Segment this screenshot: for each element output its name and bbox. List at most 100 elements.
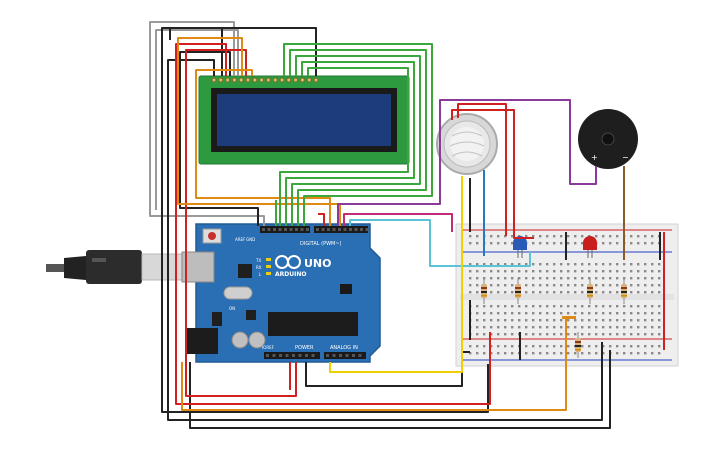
breadboard-hole [609,305,612,308]
header-pin [285,354,289,357]
breadboard-hole [504,312,507,315]
breadboard-hole [644,284,647,287]
resistor-4 [621,278,627,304]
breadboard-hole [546,312,549,315]
breadboard-hole [539,352,542,355]
breadboard-hole [644,326,647,329]
breadboard-hole [567,326,570,329]
breadboard-hole [658,291,661,294]
header-pin [279,354,282,357]
breadboard-hole [651,319,654,322]
breadboard-hole [511,277,514,280]
breadboard-hole [469,270,472,273]
breadboard-hole [588,263,591,266]
breadboard-hole [602,263,605,266]
breadboard-hole [497,277,500,280]
breadboard-hole [651,270,654,273]
breadboard-hole [560,333,563,336]
breadboard-hole [637,270,640,273]
breadboard-hole [581,312,584,315]
breadboard-hole [658,277,661,280]
lcd-pin [299,77,305,83]
breadboard-hole [630,326,633,329]
breadboard-hole [637,319,640,322]
header-pin [278,228,282,231]
header-pin [316,228,319,231]
breadboard-hole [504,270,507,273]
breadboard-hole [511,345,514,348]
breadboard-hole [637,305,640,308]
breadboard-hole [574,235,577,238]
wire-red-7 [318,213,325,226]
breadboard-hole [511,352,514,355]
breadboard-hole [511,291,514,294]
breadboard-hole [644,242,647,245]
breadboard-hole [546,333,549,336]
resistor-5 [575,332,581,358]
breadboard-hole [553,333,556,336]
breadboard-hole [511,305,514,308]
breadboard-hole [658,312,661,315]
breadboard-hole [581,284,584,287]
gas-sensor [436,113,498,175]
breadboard-hole [532,277,535,280]
breadboard-hole [658,352,661,355]
breadboard-hole [602,284,605,287]
breadboard-hole [623,352,626,355]
breadboard-hole [532,305,535,308]
header-pin [321,228,325,231]
breadboard-hole [469,345,472,348]
breadboard-hole [602,305,605,308]
breadboard-hole [504,345,507,348]
breadboard-hole [616,319,619,322]
breadboard-hole [476,242,479,245]
wire-magenta-1 [343,213,453,232]
breadboard-hole [616,242,619,245]
breadboard-hole [518,305,521,308]
breadboard-hole [602,333,605,336]
breadboard-hole [525,235,528,238]
header-pin [292,354,295,357]
breadboard-hole [560,312,563,315]
breadboard-hole [567,352,570,355]
arduino-model-label: UNO [304,257,332,270]
resistor-2 [515,278,521,304]
breadboard-hole [483,352,486,355]
breadboard-hole [511,319,514,322]
breadboard-hole [581,326,584,329]
breadboard-hole [581,270,584,273]
breadboard-hole [490,326,493,329]
breadboard-hole [616,345,619,348]
breadboard-hole [595,312,598,315]
breadboard-hole [518,270,521,273]
breadboard-hole [490,277,493,280]
lcd-pin [279,77,285,83]
breadboard-hole [553,352,556,355]
breadboard-hole [623,319,626,322]
breadboard-hole [609,333,612,336]
breadboard-hole [567,333,570,336]
wire-red-5 [457,103,507,236]
breadboard-hole [532,345,535,348]
breadboard-hole [469,277,472,280]
breadboard-hole [560,284,563,287]
wire-orange-3 [195,69,331,226]
breadboard-hole [532,312,535,315]
breadboard-hole [637,352,640,355]
breadboard-hole [504,277,507,280]
breadboard-hole [532,319,535,322]
wires [149,21,665,429]
breadboard-hole [539,326,542,329]
breadboard-hole [546,235,549,238]
breadboard-hole [511,235,514,238]
breadboard-hole [560,263,563,266]
breadboard-hole [609,291,612,294]
breadboard-hole [518,319,521,322]
breadboard-hole [658,270,661,273]
header-pin [273,228,276,231]
lcd-pin [265,77,271,83]
breadboard-hole [476,291,479,294]
breadboard-hole [574,284,577,287]
breadboard-hole [595,291,598,294]
